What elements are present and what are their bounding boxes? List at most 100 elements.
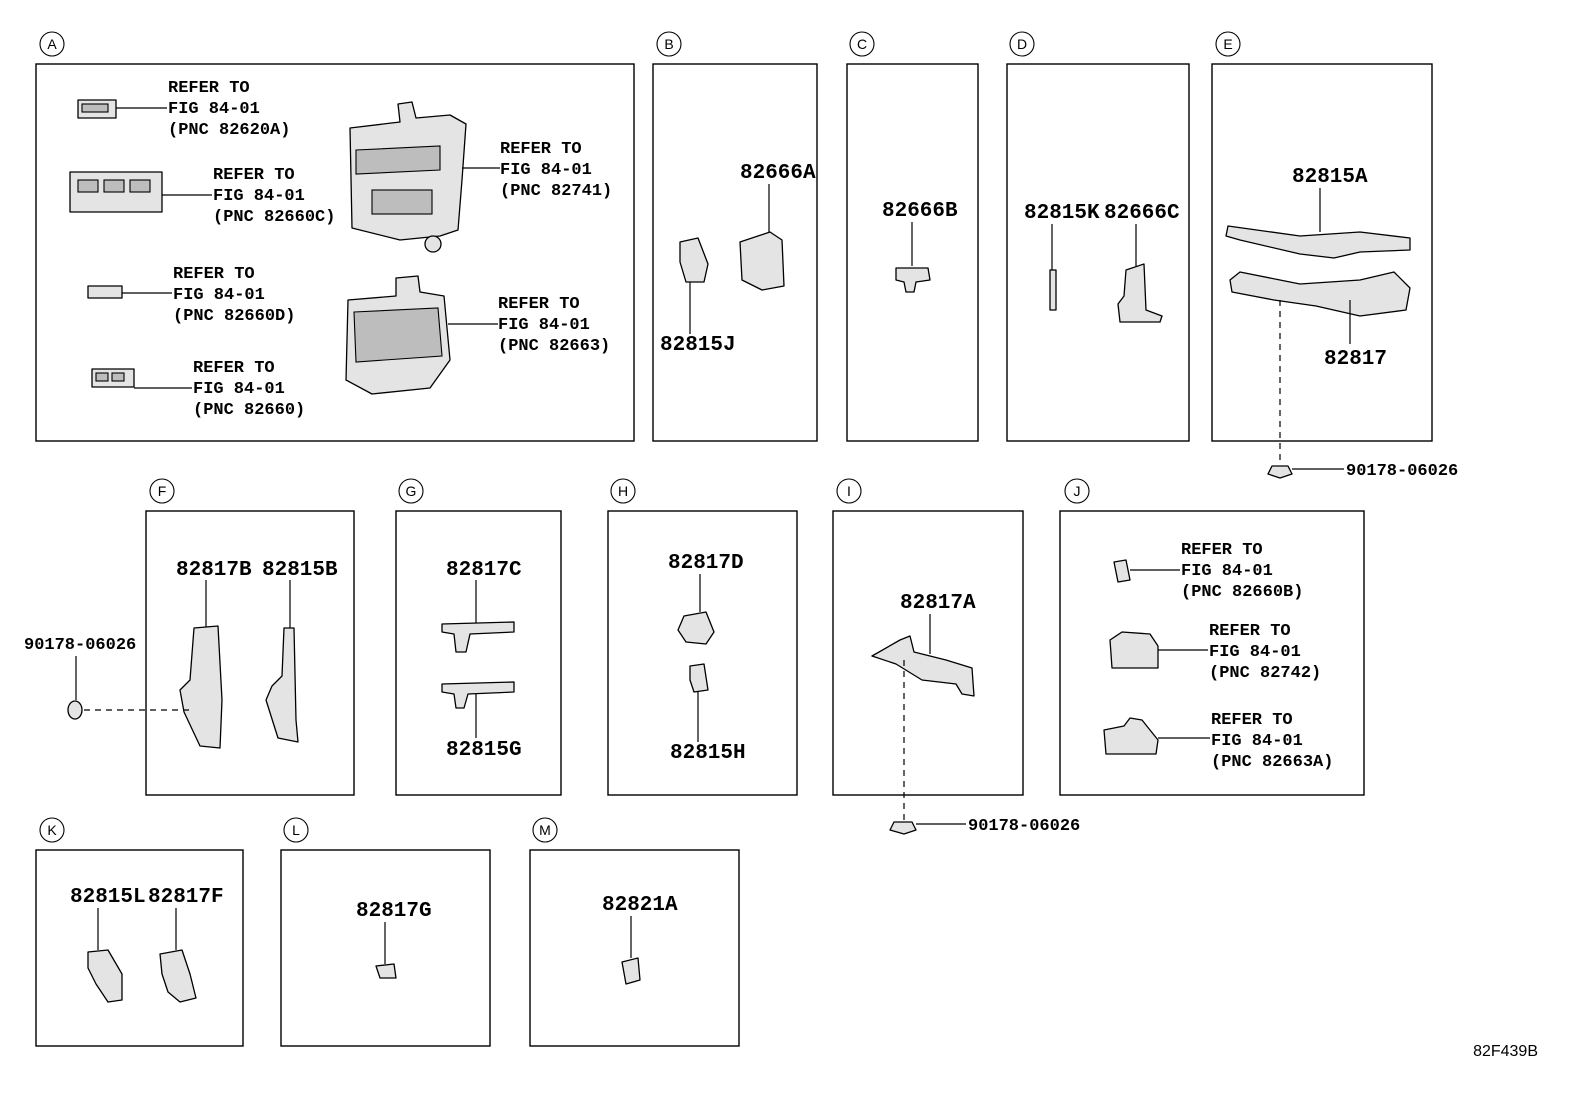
connector-82620a-icon[interactable] bbox=[77, 99, 167, 119]
ref-label: REFER TO bbox=[168, 79, 250, 98]
ref-label: REFER TO bbox=[500, 140, 582, 159]
part-number-82817a[interactable]: 82817A bbox=[900, 592, 976, 615]
pnc-ref-82660b[interactable]: (PNC 82660B) bbox=[1181, 583, 1303, 602]
pnc-ref-82663a[interactable]: (PNC 82663A) bbox=[1211, 753, 1333, 772]
pnc-ref-82742[interactable]: (PNC 82742) bbox=[1209, 664, 1321, 683]
relay-block-82663-icon[interactable] bbox=[345, 275, 498, 395]
fig-label: FIG 84-01 bbox=[168, 100, 260, 119]
clip-90178-06026-icon[interactable] bbox=[1267, 465, 1293, 479]
section-d-letter: D bbox=[1017, 36, 1027, 52]
fig-label: FIG 84-01 bbox=[213, 187, 305, 206]
part-number-82815l[interactable]: 82815L bbox=[70, 886, 146, 909]
fig-label: FIG 84-01 bbox=[193, 380, 285, 399]
connector-82660c-icon[interactable] bbox=[69, 171, 212, 213]
part-number-90178-06026[interactable]: 90178-06026 bbox=[968, 817, 1080, 836]
section-l: L 82817G bbox=[280, 817, 491, 1047]
section-a-letter: A bbox=[47, 36, 57, 52]
section-f-letter: F bbox=[158, 483, 167, 499]
ref-label: REFER TO bbox=[193, 359, 275, 378]
pnc-ref-82663[interactable]: (PNC 82663) bbox=[498, 337, 610, 356]
bracket-82817c-icon[interactable] bbox=[441, 621, 515, 653]
section-e: E 82815A 82817 90178-06026 bbox=[1211, 31, 1458, 481]
fig-label: FIG 84-01 bbox=[498, 316, 590, 335]
section-l-letter: L bbox=[292, 822, 300, 838]
bracket-82817-icon[interactable] bbox=[1229, 271, 1411, 317]
part-number-82815k[interactable]: 82815K bbox=[1024, 202, 1100, 225]
connector-82742-icon[interactable] bbox=[1109, 631, 1159, 669]
fig-label: FIG 84-01 bbox=[500, 161, 592, 180]
section-i: I 82817A 90178-06026 bbox=[832, 478, 1080, 836]
part-number-90178-06026[interactable]: 90178-06026 bbox=[1346, 462, 1458, 481]
clip-82817g-icon[interactable] bbox=[375, 963, 397, 979]
section-e-letter: E bbox=[1223, 36, 1232, 52]
part-number-82817g[interactable]: 82817G bbox=[356, 900, 432, 923]
part-number-82815j[interactable]: 82815J bbox=[660, 334, 736, 357]
section-j-letter: J bbox=[1074, 483, 1081, 499]
relay-block-82741-icon[interactable] bbox=[349, 101, 500, 253]
bracket-82817d-icon[interactable] bbox=[677, 611, 715, 645]
part-number-82817b[interactable]: 82817B bbox=[176, 559, 252, 582]
bracket-82666c-icon[interactable] bbox=[1117, 263, 1163, 323]
section-j: J REFER TO FIG 84-01 (PNC 82660B) REFER … bbox=[1059, 478, 1365, 796]
connector-82660b-icon[interactable] bbox=[1113, 559, 1131, 583]
bracket-82815g-icon[interactable] bbox=[441, 681, 515, 709]
clip-90178-06026-icon[interactable] bbox=[67, 700, 83, 720]
part-number-82821a[interactable]: 82821A bbox=[602, 894, 678, 917]
fig-label: FIG 84-01 bbox=[173, 286, 265, 305]
part-number-82817d[interactable]: 82817D bbox=[668, 552, 744, 575]
section-f: F 82817B 82815B 90178-06026 bbox=[24, 478, 355, 796]
bracket-82817b-icon[interactable] bbox=[179, 625, 223, 749]
bracket-82815j-icon[interactable] bbox=[679, 237, 709, 283]
bracket-82815b-icon[interactable] bbox=[265, 627, 299, 743]
bracket-82815l-icon[interactable] bbox=[87, 949, 123, 1003]
bracket-82817f-icon[interactable] bbox=[159, 949, 197, 1003]
part-number-82666b[interactable]: 82666B bbox=[882, 200, 958, 223]
section-h-letter: H bbox=[618, 483, 628, 499]
section-g: G 82817C 82815G bbox=[395, 478, 562, 796]
fig-label: FIG 84-01 bbox=[1181, 562, 1273, 581]
part-number-82815h[interactable]: 82815H bbox=[670, 742, 746, 765]
bracket-82666a-icon[interactable] bbox=[739, 231, 785, 291]
section-c-letter: C bbox=[857, 36, 867, 52]
section-k-letter: K bbox=[47, 822, 57, 838]
connector-82660d-icon[interactable] bbox=[87, 285, 172, 299]
connector-82660-icon[interactable] bbox=[91, 368, 192, 389]
pnc-ref-82660c[interactable]: (PNC 82660C) bbox=[213, 208, 335, 227]
pnc-ref-82660[interactable]: (PNC 82660) bbox=[193, 401, 305, 420]
clip-82821a-icon[interactable] bbox=[621, 957, 641, 985]
ref-label: REFER TO bbox=[213, 166, 295, 185]
bracket-82815k-icon[interactable] bbox=[1049, 269, 1057, 311]
section-i-letter: I bbox=[847, 483, 851, 499]
part-number-82817[interactable]: 82817 bbox=[1324, 348, 1387, 371]
pnc-ref-82620a[interactable]: (PNC 82620A) bbox=[168, 121, 290, 140]
part-number-82817c[interactable]: 82817C bbox=[446, 559, 522, 582]
pnc-ref-82660d[interactable]: (PNC 82660D) bbox=[173, 307, 295, 326]
ref-label: REFER TO bbox=[173, 265, 255, 284]
part-number-82817f[interactable]: 82817F bbox=[148, 886, 224, 909]
part-number-90178-06026[interactable]: 90178-06026 bbox=[24, 636, 136, 655]
connector-82663a-icon[interactable] bbox=[1103, 717, 1159, 755]
section-c: C 82666B bbox=[846, 31, 979, 442]
bracket-82817a-icon[interactable] bbox=[871, 635, 975, 697]
part-number-82666a[interactable]: 82666A bbox=[740, 162, 816, 185]
section-a-marker bbox=[39, 31, 65, 57]
section-b-letter: B bbox=[664, 36, 673, 52]
part-number-82666c[interactable]: 82666C bbox=[1104, 202, 1180, 225]
section-k: K 82815L 82817F bbox=[35, 817, 244, 1047]
pnc-ref-82741[interactable]: (PNC 82741) bbox=[500, 182, 612, 201]
part-number-82815a[interactable]: 82815A bbox=[1292, 166, 1368, 189]
fig-label: FIG 84-01 bbox=[1209, 643, 1301, 662]
clip-90178-06026-icon[interactable] bbox=[889, 821, 917, 835]
clip-82666b-icon[interactable] bbox=[895, 267, 931, 293]
part-number-82815b[interactable]: 82815B bbox=[262, 559, 338, 582]
ref-label: REFER TO bbox=[1181, 541, 1263, 560]
section-m: M 82821A bbox=[529, 817, 740, 1047]
ref-label: REFER TO bbox=[498, 295, 580, 314]
fig-label: FIG 84-01 bbox=[1211, 732, 1303, 751]
bracket-82815h-icon[interactable] bbox=[689, 663, 709, 693]
bracket-82815a-icon[interactable] bbox=[1225, 225, 1411, 259]
section-d: D 82815K 82666C bbox=[1006, 31, 1190, 442]
part-number-82815g[interactable]: 82815G bbox=[446, 739, 522, 762]
section-g-letter: G bbox=[406, 483, 417, 499]
